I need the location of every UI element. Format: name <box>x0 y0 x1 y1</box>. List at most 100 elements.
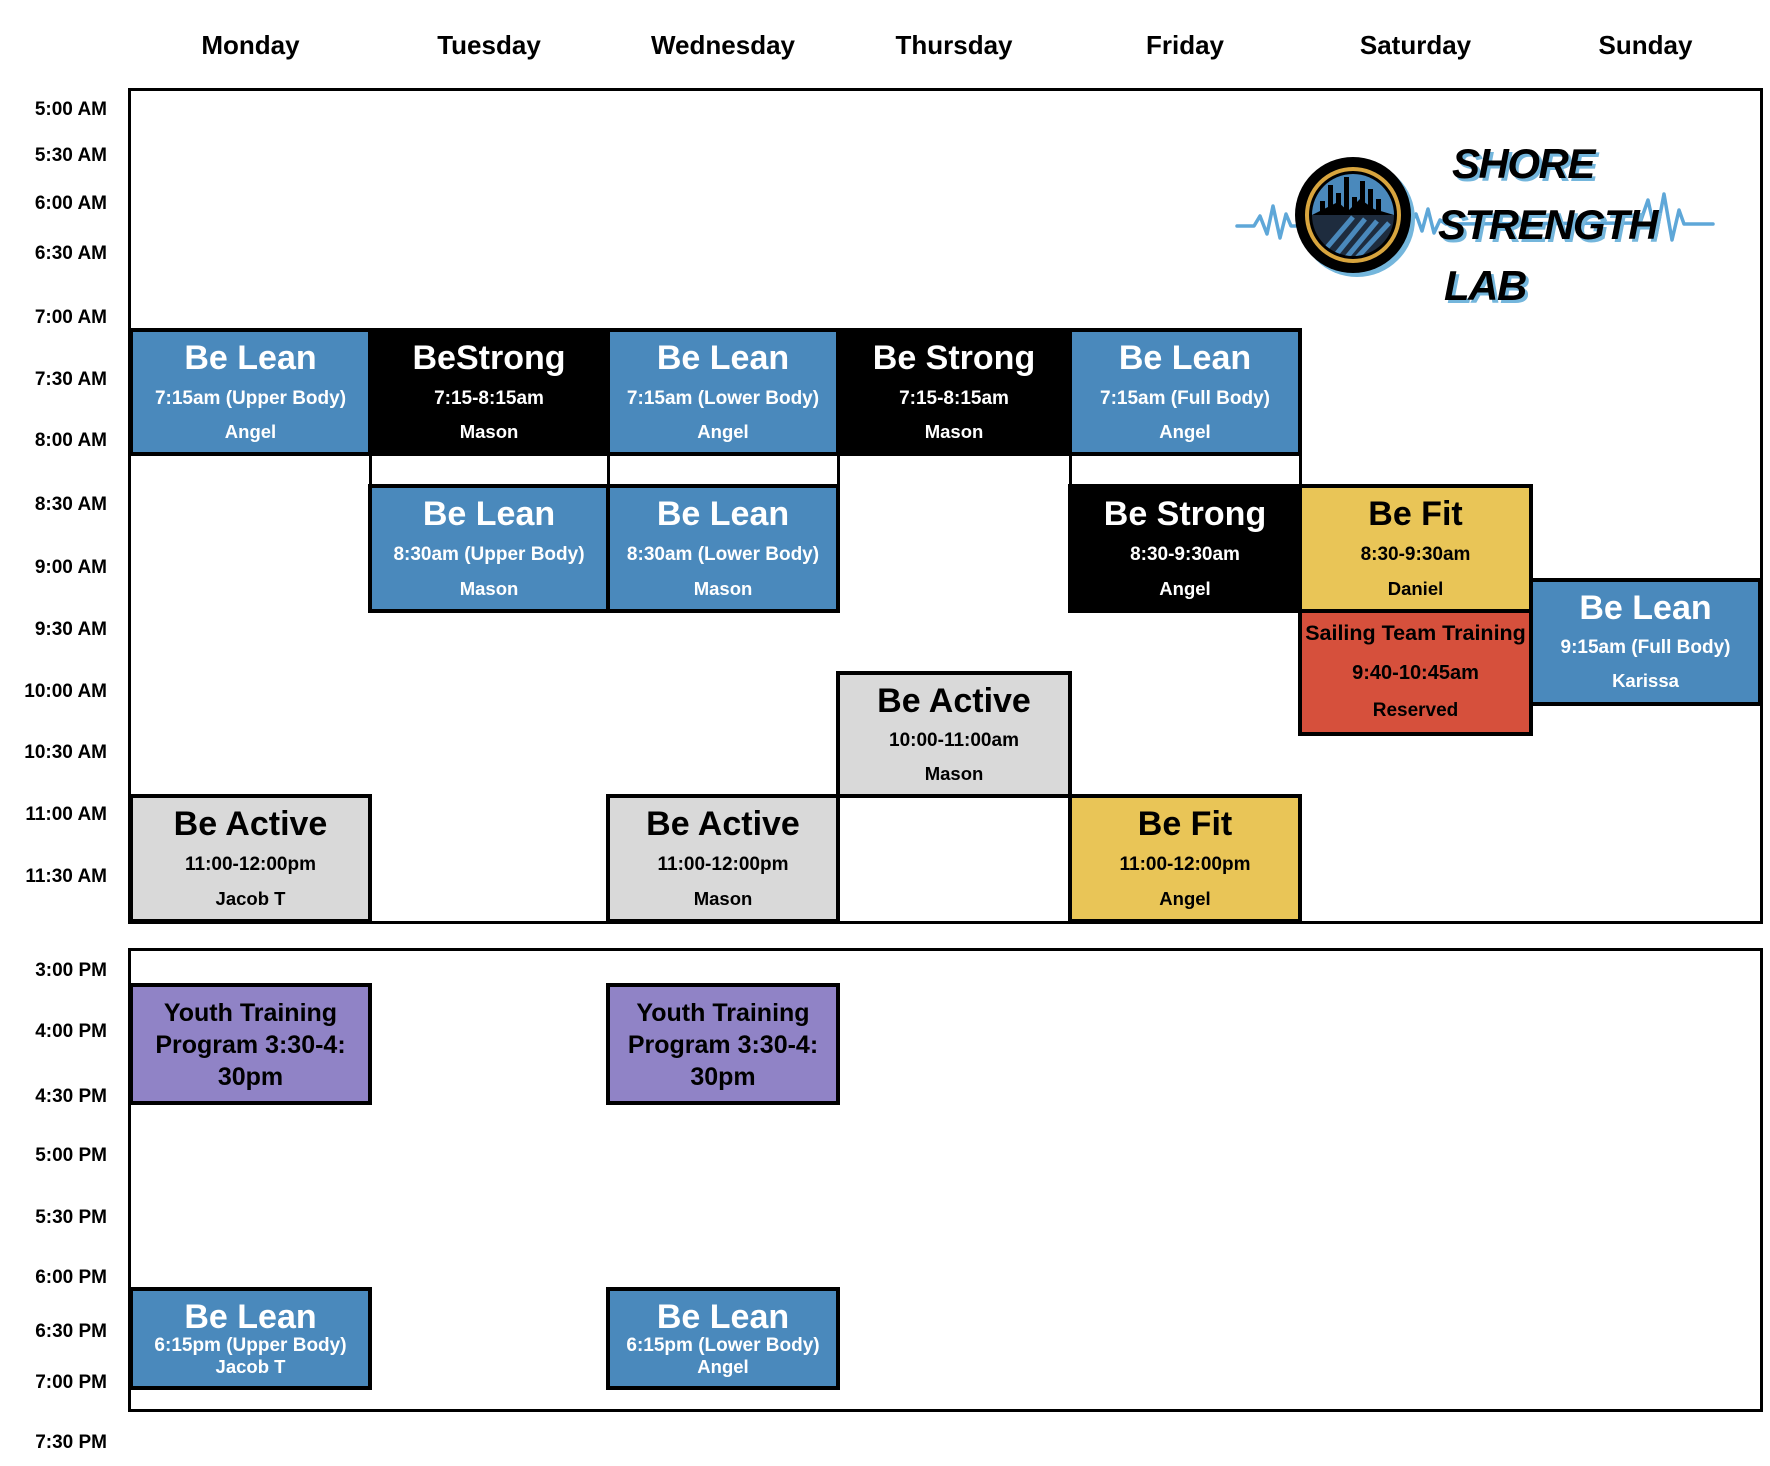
svg-text:LAB: LAB <box>1447 265 1529 310</box>
event-title: Be Active <box>173 805 328 843</box>
event-block[interactable]: Be Lean 7:15am (Full Body) Angel <box>1068 328 1302 456</box>
time-label: 5:30 PM <box>35 1207 107 1228</box>
grid-connector-line <box>1298 452 1302 489</box>
event-title: Be Active <box>877 682 1031 720</box>
time-label: 6:30 AM <box>34 243 107 264</box>
event-trainer: Angel <box>224 420 277 442</box>
logo-badge-icon <box>1295 157 1415 277</box>
event-title: Be Lean <box>184 339 317 377</box>
time-label: 5:00 AM <box>34 99 107 120</box>
event-title: Be Lean <box>184 1298 317 1336</box>
event-time: 8:30am (Lower Body) <box>626 544 820 566</box>
grid-connector-line <box>1068 452 1072 489</box>
event-trainer: Reserved <box>1372 700 1459 722</box>
day-header-saturday: Saturday <box>1359 30 1472 60</box>
event-trainer: Angel <box>697 420 749 442</box>
time-label: 5:00 PM <box>35 1145 107 1166</box>
event-trainer: Daniel <box>1387 577 1444 599</box>
logo-text: SHORE STRENGTH LAB <box>1438 140 1662 309</box>
event-title: Be Lean <box>422 495 556 533</box>
event-title: Be Strong <box>1103 495 1267 533</box>
event-time: 8:30-9:30am <box>1360 544 1471 566</box>
time-label: 7:00 PM <box>35 1372 107 1393</box>
day-header-monday: Monday <box>201 30 300 60</box>
day-header-tuesday: Tuesday <box>437 30 541 60</box>
event-trainer: Mason <box>459 420 519 442</box>
event-title: Be Fit <box>1137 805 1233 843</box>
event-time: 9:15am (Full Body) <box>1560 637 1731 659</box>
day-header-wednesday: Wednesday <box>650 30 795 60</box>
event-trainer: Mason <box>924 420 984 442</box>
event-time: 6:15pm (Upper Body) <box>154 1334 347 1356</box>
grid-connector-line <box>836 452 840 489</box>
time-label: 4:00 PM <box>35 1021 107 1042</box>
time-label: 5:30 AM <box>34 145 107 166</box>
day-header-thursday: Thursday <box>895 30 1013 60</box>
event-time: 7:15am (Full Body) <box>1100 387 1270 409</box>
time-label: 4:30 PM <box>35 1086 107 1107</box>
time-label: 11:30 AM <box>25 866 107 887</box>
time-label: 6:30 PM <box>35 1321 107 1342</box>
event-title: Be Lean <box>656 339 790 377</box>
svg-text:SHORE: SHORE <box>1452 140 1597 187</box>
logo-text-shadow: SHORE STRENGTH LAB <box>1441 143 1665 310</box>
event-title: Sailing Team Training <box>1305 621 1526 645</box>
event-title: Be Lean <box>1579 589 1712 627</box>
event-time: 7:15am (Upper Body) <box>154 387 347 409</box>
event-title: Be Active <box>646 805 800 843</box>
time-label: 9:00 AM <box>34 557 107 578</box>
event-time: 8:30am (Upper Body) <box>393 544 585 566</box>
event-block[interactable]: Be Lean 7:15am (Upper Body) Angel <box>129 328 372 456</box>
event-time: 9:40-10:45am <box>1352 661 1479 684</box>
event-title: Be Strong <box>872 339 1036 377</box>
schedule-grid-morning <box>128 88 1763 924</box>
event-block[interactable]: Be Lean 8:30am (Lower Body) Mason <box>606 484 840 613</box>
event-time: 11:00-12:00pm <box>657 854 789 876</box>
event-trainer: Jacob T <box>215 1355 286 1377</box>
event-trainer: Angel <box>1159 577 1211 599</box>
event-block[interactable]: Be Lean 8:30am (Upper Body) Mason <box>368 484 610 613</box>
event-trainer: Angel <box>1159 420 1211 442</box>
event-trainer: Mason <box>693 577 753 599</box>
event-time: 7:15-8:15am <box>434 387 544 409</box>
day-header-sunday: Sunday <box>1598 30 1693 60</box>
time-label: 9:30 AM <box>34 619 107 640</box>
grid-connector-line <box>368 452 372 489</box>
time-label: 10:00 AM <box>24 681 107 702</box>
day-header-friday: Friday <box>1145 30 1225 60</box>
event-trainer: Mason <box>693 887 753 909</box>
event-title: Be Lean <box>656 495 790 533</box>
event-title: BeStrong <box>412 339 566 377</box>
svg-text:LAB: LAB <box>1444 262 1526 309</box>
time-label: 7:30 AM <box>34 369 107 390</box>
time-label: 7:30 PM <box>35 1432 107 1453</box>
time-label: 11:00 AM <box>25 804 107 825</box>
event-trainer: Mason <box>459 577 519 599</box>
event-trainer: Angel <box>697 1355 749 1377</box>
event-time: 11:00-12:00pm <box>185 854 316 876</box>
event-trainer: Angel <box>1159 887 1211 909</box>
pulse-line-icon <box>1235 192 1715 242</box>
event-title: Be Lean <box>1118 339 1252 377</box>
grid-connector-line <box>606 452 610 489</box>
event-time: 7:15-8:15am <box>899 387 1009 409</box>
event-trainer: Mason <box>924 762 984 784</box>
